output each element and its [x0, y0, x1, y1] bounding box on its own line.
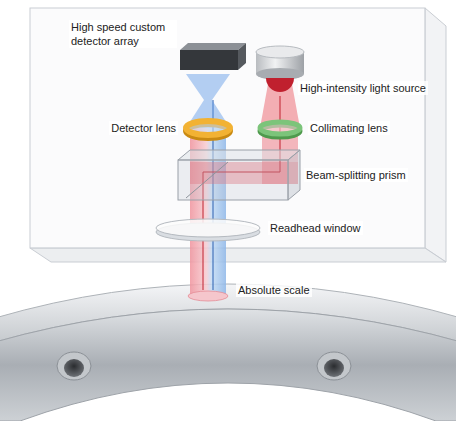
part-label: Beam-splitting prism: [304, 168, 408, 182]
readhead-window: [156, 219, 260, 237]
mounting-hole: [57, 352, 91, 380]
part-label: Readhead window: [268, 221, 363, 235]
prism-split-plane: [186, 162, 228, 198]
light-source-emitter: [266, 78, 294, 92]
prism-top: [178, 150, 300, 160]
beam-ray: [203, 200, 204, 290]
scale-front-face: [0, 309, 456, 421]
detector-beam: [186, 74, 230, 100]
housing-bottom: [30, 248, 446, 262]
mounting-hole: [317, 352, 351, 380]
collimating-lens: [260, 122, 300, 134]
mounting-hole-bore: [64, 359, 84, 377]
detector-lens: [186, 121, 230, 135]
light-source-top: [256, 46, 304, 58]
part-label: Collimating lens: [308, 121, 390, 135]
beam-spot: [188, 291, 228, 301]
part-label: High-intensity light source: [298, 81, 428, 95]
prism-side: [288, 150, 300, 200]
part-label: High speed custom detector array: [69, 20, 177, 48]
detector-array-top: [180, 43, 246, 50]
housing-front: [30, 8, 425, 248]
part-label: Detector lens: [109, 121, 178, 135]
housing-side: [425, 8, 446, 262]
detector-array-side: [238, 43, 246, 70]
detector-array: [180, 50, 238, 70]
beam-splitting-prism: [178, 160, 288, 200]
mounting-hole-bore: [324, 359, 344, 377]
part-label: Absolute scale: [236, 283, 312, 297]
